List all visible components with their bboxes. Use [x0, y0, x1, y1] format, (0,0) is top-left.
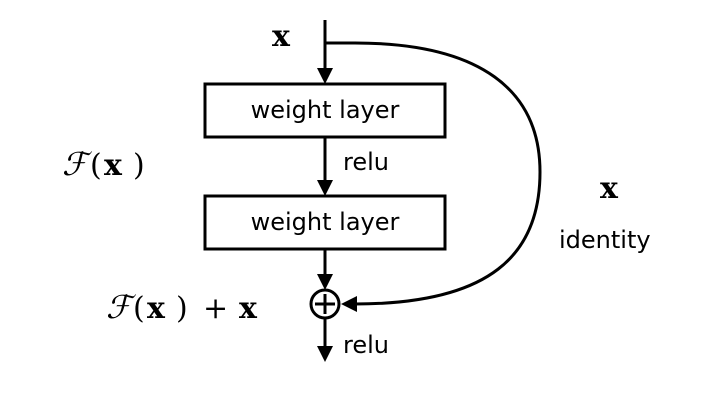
middle-relu-label: relu	[343, 148, 389, 176]
residual-function-label: ℱ ( x )	[62, 145, 145, 183]
residual-function-close-paren: )	[133, 148, 145, 183]
middle-arrowhead	[317, 180, 333, 196]
identity-shortcut-arrowhead	[341, 296, 357, 312]
sum-expression-open-paren: (	[133, 291, 145, 326]
sum-expression-close-paren: )	[176, 291, 188, 326]
input-arrowhead	[317, 68, 333, 84]
output-arrowhead	[317, 346, 333, 362]
residual-function-open-paren: (	[90, 148, 102, 183]
sum-expression-var: x	[147, 291, 166, 326]
sum-expression-var2: x	[239, 291, 258, 326]
weight-layer-1-label: weight layer	[251, 96, 400, 124]
sum-expression-plus: +	[203, 291, 228, 326]
sum-expression-label: ℱ ( x ) + x	[106, 288, 258, 326]
adder-input-arrowhead	[317, 274, 333, 290]
residual-function-var: x	[104, 148, 123, 183]
identity-shortcut-curve	[325, 41, 542, 306]
shortcut-x-label: x	[600, 171, 619, 206]
residual-function-script: ℱ	[62, 145, 93, 183]
weight-layer-2-label: weight layer	[251, 208, 400, 236]
weight-layer-2	[203, 194, 447, 251]
shortcut-identity-label: identity	[559, 226, 651, 254]
circled-plus-icon	[309, 288, 341, 320]
input-label: x	[272, 19, 291, 54]
output-relu-label: relu	[343, 331, 389, 359]
